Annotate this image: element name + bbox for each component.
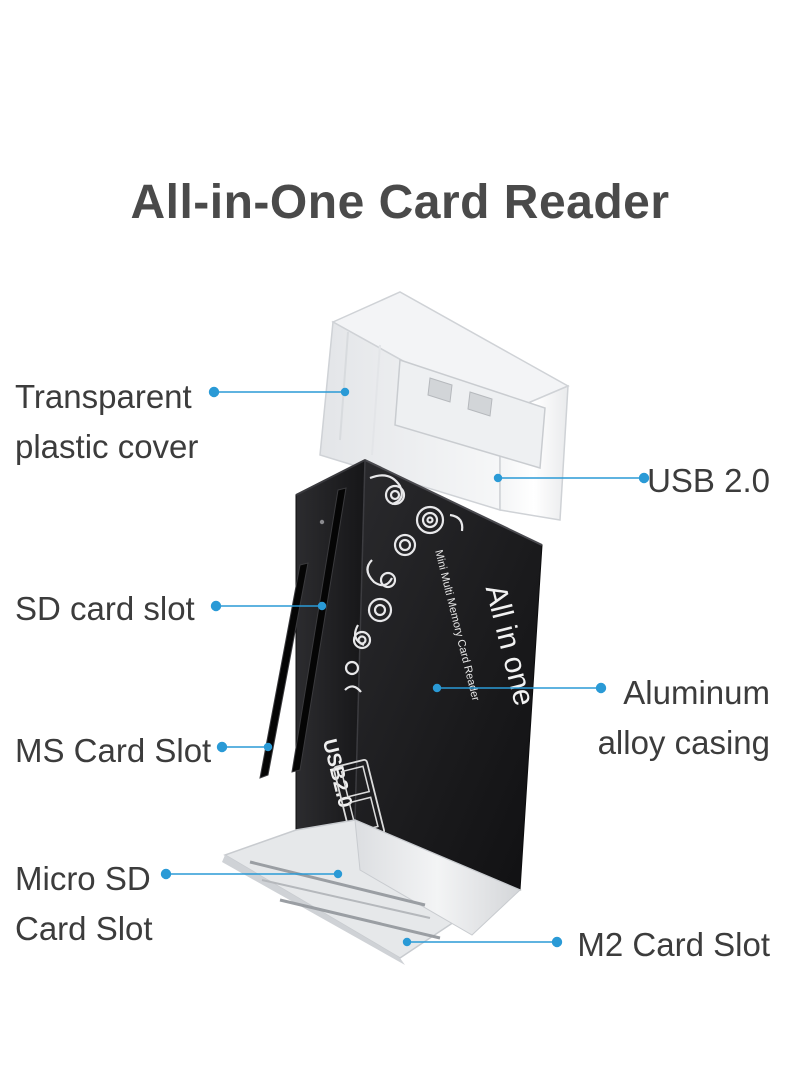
aluminum-body [295,459,543,891]
label-usb: USB 2.0 [647,462,770,499]
label-sd-slot: SD card slot [15,590,195,627]
label-ms-slot: MS Card Slot [15,732,212,769]
led-indicator [319,519,325,525]
label-micro-sd-line2: Card Slot [15,910,153,947]
label-aluminum-casing: Aluminum alloy casing [598,668,770,768]
label-aluminum-line2: alloy casing [597,724,770,761]
swirl-pattern [344,474,464,693]
ms-slot [259,562,309,779]
micro-sd-slot [249,860,426,907]
label-micro-sd: Micro SD Card Slot [15,854,153,954]
m2-slot [279,898,441,940]
white-base [222,819,522,965]
label-aluminum-line1: Aluminum [623,674,770,711]
label-transparent-cover-line2: plastic cover [15,428,199,465]
label-transparent-cover-line1: Transparent [15,378,192,415]
callouts [160,386,650,948]
sd-slot [291,487,347,773]
label-transparent-cover: Transparent plastic cover [15,372,198,472]
page-title: All-in-One Card Reader [130,176,670,229]
label-micro-sd-line1: Micro SD [15,860,151,897]
label-m2-slot: M2 Card Slot [577,926,770,963]
